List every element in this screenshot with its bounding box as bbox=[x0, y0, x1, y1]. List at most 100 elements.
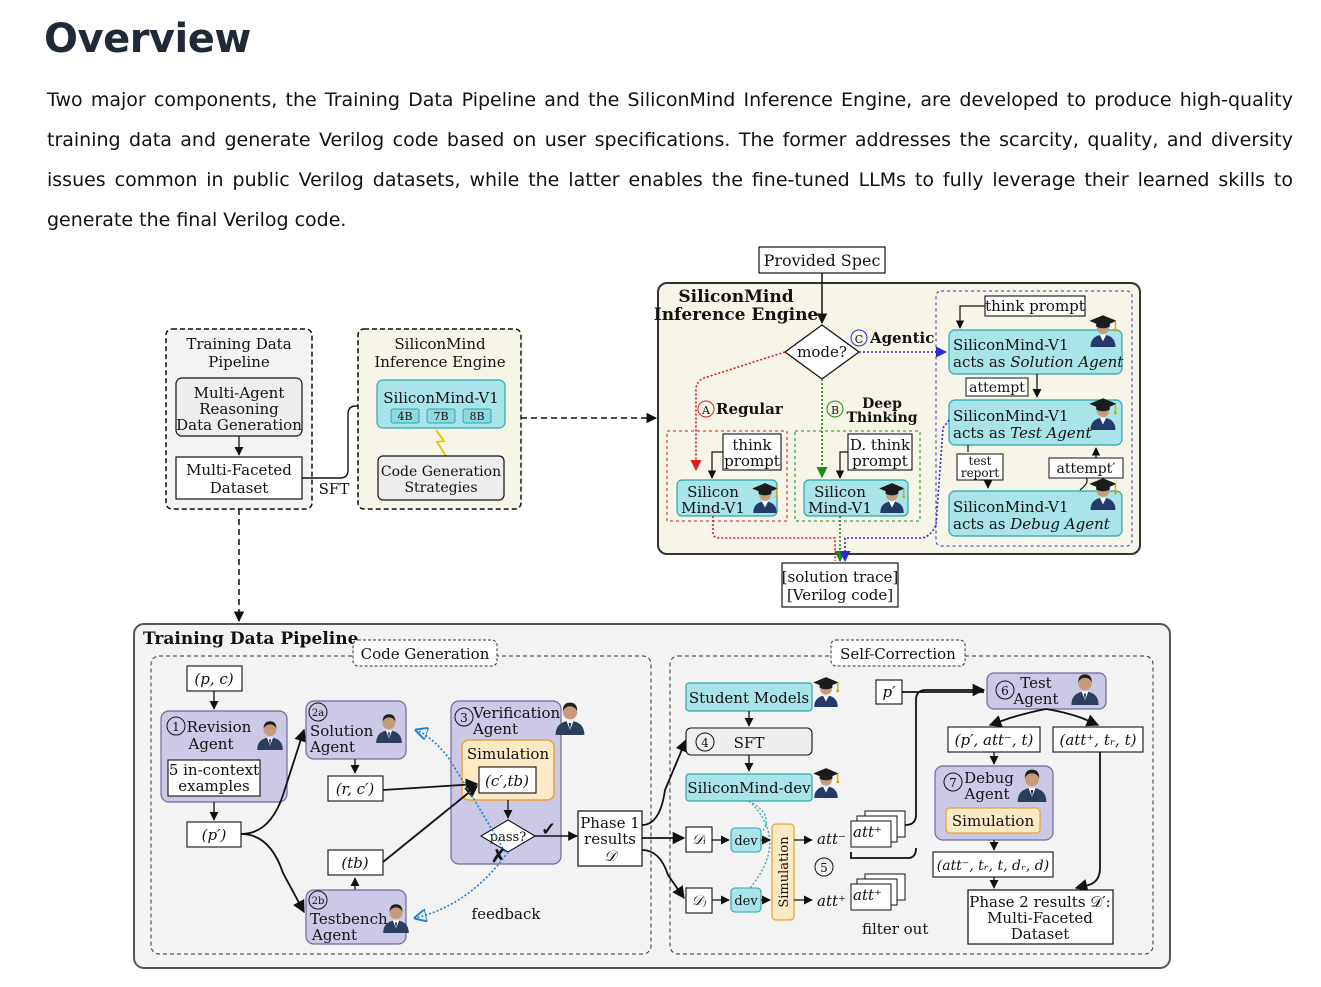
engine-title-1: SiliconMind bbox=[678, 287, 793, 307]
engine-title-2: Inference Engine bbox=[654, 305, 819, 325]
verification-num: 3 bbox=[460, 711, 468, 725]
tb-node: (tb) bbox=[341, 854, 368, 872]
mode-deep-1: Deep bbox=[862, 396, 902, 412]
check-icon: ✓ bbox=[541, 819, 556, 840]
mode-regular: Regular bbox=[716, 400, 784, 418]
overview-tdp-box: Training Data Pipeline Multi-Agent Reaso… bbox=[165, 328, 313, 510]
overview-tdp-title-2: Pipeline bbox=[208, 353, 270, 371]
verification-label-1: Verification bbox=[472, 704, 561, 722]
agentic-think-prompt: think prompt bbox=[985, 297, 1085, 315]
think-prompt-2: prompt bbox=[724, 452, 780, 470]
code-generation-label: Code Generation bbox=[361, 645, 490, 663]
size-4b: 4B bbox=[397, 410, 412, 423]
provided-spec: Provided Spec bbox=[764, 251, 881, 270]
size-8b: 8B bbox=[469, 410, 484, 423]
test-report-2: report bbox=[961, 466, 999, 480]
sft-step-label: SFT bbox=[734, 734, 765, 752]
pipeline-title: Training Data Pipeline bbox=[143, 629, 359, 649]
multi-agent-label-3: Data Generation bbox=[176, 416, 302, 434]
svg-text:acts as Solution Agent: acts as Solution Agent bbox=[953, 353, 1124, 371]
phase1-label-3: 𝒟 bbox=[604, 847, 619, 865]
multi-agent-label-2: Reasoning bbox=[199, 400, 279, 418]
dev-lower: dev bbox=[734, 894, 758, 909]
testbench-num: 2b bbox=[312, 896, 325, 907]
neg-tuple: (p′, att⁻, t) bbox=[955, 731, 1034, 749]
solution-num: 2a bbox=[312, 708, 324, 719]
revision-num: 1 bbox=[172, 720, 180, 734]
solution-agent-name: SiliconMind-V1 bbox=[953, 336, 1069, 354]
p-prime-node: (p′) bbox=[202, 826, 227, 844]
multi-agent-label-1: Multi-Agent bbox=[194, 384, 285, 402]
overview-sie-title-2: Inference Engine bbox=[374, 353, 505, 371]
phase2-label-2: Multi-Faceted bbox=[987, 909, 1093, 927]
regular-model-2: Mind-V1 bbox=[681, 499, 745, 517]
dataset-label-2: Dataset bbox=[210, 479, 269, 497]
pass-decision: pass? bbox=[490, 830, 526, 845]
student-models-label: Student Models bbox=[689, 689, 809, 707]
svg-text:acts as Test Agent: acts as Test Agent bbox=[953, 424, 1092, 442]
test-agent-label-1: Test bbox=[1020, 674, 1051, 692]
revision-label-1: Revision bbox=[187, 718, 252, 736]
di-node: 𝒟ᵢ bbox=[692, 832, 706, 848]
solution-label-2: Agent bbox=[309, 738, 355, 756]
att-plus-1: att⁺ bbox=[817, 892, 846, 910]
think-prompt-1: think bbox=[732, 436, 772, 454]
debug-tuple: (att⁻, tᵣ, t, dᵣ, d) bbox=[937, 858, 1049, 874]
siliconmind-dev-label: SiliconMind-dev bbox=[687, 779, 811, 797]
verification-simulation: Simulation bbox=[467, 745, 550, 763]
overview-sie-title-1: SiliconMind bbox=[394, 335, 486, 353]
att-minus-1: att⁻ bbox=[817, 830, 846, 848]
sft-num: 4 bbox=[701, 736, 709, 750]
mode-b-mark: B bbox=[831, 404, 839, 417]
dj-node: 𝒟ⱼ bbox=[692, 893, 707, 909]
debug-agent-name: SiliconMind-V1 bbox=[953, 498, 1069, 516]
deep-model-2: Mind-V1 bbox=[808, 499, 872, 517]
rc-node: (r, c′) bbox=[336, 780, 375, 798]
dev-upper: dev bbox=[734, 834, 758, 849]
testbench-label-2: Agent bbox=[311, 926, 357, 944]
dthink-prompt-1: D. think bbox=[850, 436, 911, 454]
debug-acts-as: acts as bbox=[953, 515, 1005, 533]
mode-a-mark: A bbox=[701, 404, 711, 417]
test-agent-role: Test Agent bbox=[1010, 424, 1092, 442]
feedback-label: feedback bbox=[472, 905, 542, 923]
phase1-label-1: Phase 1 bbox=[580, 814, 640, 832]
att-plus-stack-2: att⁺ bbox=[853, 886, 882, 904]
pc-input: (p, c) bbox=[194, 670, 233, 688]
overview-model-name: SiliconMind-V1 bbox=[383, 389, 499, 407]
overview-sie-box: SiliconMind Inference Engine SiliconMind… bbox=[357, 328, 522, 510]
phase2-label-3: Dataset bbox=[1011, 925, 1070, 943]
test-agent-label-2: Agent bbox=[1013, 690, 1059, 708]
mode-decision: mode? bbox=[797, 343, 847, 361]
test-acts-as: acts as bbox=[953, 424, 1005, 442]
simulation-vertical: Simulation bbox=[777, 836, 792, 908]
lightning-icon bbox=[435, 429, 447, 457]
test-report-1: test bbox=[969, 454, 992, 468]
solution-label-1: Solution bbox=[310, 722, 374, 740]
attempt-label: attempt bbox=[969, 380, 1025, 396]
svg-text:acts as Debug Agent: acts as Debug Agent bbox=[953, 515, 1111, 533]
sft-label: SFT bbox=[319, 480, 350, 498]
deep-model-1: Silicon bbox=[814, 483, 866, 501]
ctb-node: (c′,tb) bbox=[485, 772, 529, 790]
size-7b: 7B bbox=[433, 410, 448, 423]
filter-out-label: filter out bbox=[862, 920, 928, 938]
revision-label-2: Agent bbox=[188, 735, 234, 753]
codegen-label-1: Code Generation bbox=[381, 464, 501, 480]
output-verilog-code: [Verilog code] bbox=[787, 586, 893, 604]
dthink-prompt-2: prompt bbox=[852, 452, 908, 470]
test-num: 6 bbox=[1001, 684, 1009, 698]
overview-paragraph: Two major components, the Training Data … bbox=[47, 89, 1293, 231]
dataset-label-1: Multi-Faceted bbox=[186, 461, 292, 479]
testbench-label-1: Testbench bbox=[310, 910, 388, 928]
debug-agent-label-1: Debug bbox=[964, 769, 1014, 787]
mode-c-mark: C bbox=[855, 333, 863, 346]
att-plus-stack-1: att⁺ bbox=[853, 823, 882, 841]
test-agent-name: SiliconMind-V1 bbox=[953, 407, 1069, 425]
debug-simulation: Simulation bbox=[952, 812, 1035, 830]
output-solution-trace: [solution trace] bbox=[782, 568, 899, 586]
p-prime-input: p′ bbox=[882, 683, 896, 701]
cross-icon: ✗ bbox=[491, 846, 506, 867]
phase1-label-2: results bbox=[584, 830, 636, 848]
